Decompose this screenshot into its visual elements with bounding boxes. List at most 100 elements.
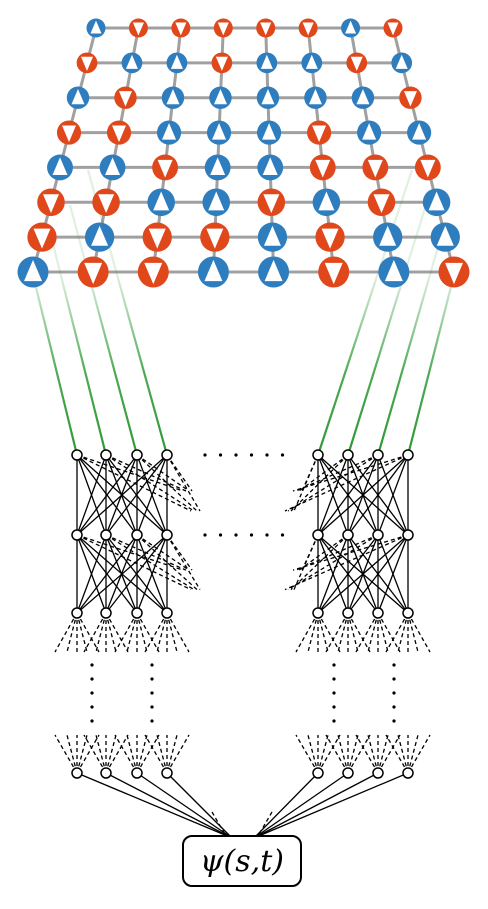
neuron <box>342 529 354 541</box>
spin-site-up <box>204 154 231 181</box>
neuron <box>402 449 414 461</box>
partial-edge <box>290 534 349 591</box>
spin-up-arrow-icon <box>308 88 322 105</box>
network-edge <box>136 534 168 614</box>
partial-edge <box>76 734 88 774</box>
partial-edge <box>292 454 409 492</box>
partial-edge <box>166 734 178 774</box>
partial-edge <box>144 612 168 653</box>
spin-site-down <box>137 256 169 288</box>
partial-edge <box>290 454 349 512</box>
neuron <box>312 607 324 619</box>
neuron <box>342 767 354 779</box>
neuron <box>71 529 83 541</box>
partial-edge <box>301 454 319 492</box>
partial-edge <box>114 612 138 653</box>
spin-up-arrow-icon <box>262 123 277 140</box>
partial-edge <box>136 734 160 774</box>
partial-edge <box>317 734 341 774</box>
spin-site-up <box>84 222 115 252</box>
partial-edge <box>317 612 329 653</box>
partial-edge <box>407 612 431 653</box>
spin-site-down <box>77 256 109 288</box>
network-edge <box>347 534 409 614</box>
spin-site-up <box>257 154 284 181</box>
partial-edge <box>95 612 107 653</box>
spin-site-down <box>315 222 345 252</box>
partial-edge <box>257 811 273 837</box>
horizontal-ellipsis-dot <box>265 453 269 457</box>
spin-site-down <box>128 18 148 38</box>
vertical-ellipsis-dot <box>150 719 154 723</box>
network-edge <box>105 772 233 839</box>
horizontal-ellipsis-dot <box>218 533 223 537</box>
spin-site-down <box>37 188 65 217</box>
spin-site-up <box>47 154 73 181</box>
partial-edge <box>54 734 78 774</box>
network-edge <box>76 534 168 614</box>
spin-down-arrow-icon <box>61 125 77 142</box>
neuron <box>161 607 173 619</box>
spin-site-down <box>114 86 137 109</box>
partial-edge <box>347 734 359 774</box>
horizontal-ellipsis-dot <box>218 453 223 457</box>
partial-edge <box>284 534 409 591</box>
spin-up-arrow-icon <box>90 20 102 34</box>
partial-edge <box>355 734 379 774</box>
network-edge <box>317 534 379 614</box>
partial-edge <box>347 734 371 774</box>
neuron <box>100 449 112 461</box>
partial-edge <box>385 612 409 653</box>
neuron <box>161 767 173 779</box>
input-connection <box>31 274 79 456</box>
partial-edge <box>76 734 100 774</box>
spin-up-arrow-icon <box>305 54 318 69</box>
network-edge <box>76 534 107 614</box>
spin-up-arrow-icon <box>125 54 138 69</box>
wavefunction-output: ψ(s,t) <box>182 835 302 887</box>
network-edge <box>317 454 409 536</box>
partial-edge <box>377 612 389 653</box>
spin-down-arrow-icon <box>263 194 280 214</box>
partial-edge <box>114 734 138 774</box>
spin-site-down <box>257 188 286 217</box>
vertical-ellipsis-dot <box>332 677 336 681</box>
spin-down-arrow-icon <box>215 56 228 71</box>
spin-down-arrow-icon <box>148 228 166 249</box>
spin-down-arrow-icon <box>350 56 363 71</box>
spin-up-arrow-icon <box>362 123 377 140</box>
partial-edge <box>136 612 148 653</box>
spin-up-arrow-icon <box>262 157 278 175</box>
partial-edge <box>105 534 187 571</box>
spin-site-up <box>17 256 49 288</box>
spin-down-arrow-icon <box>132 22 144 36</box>
vertical-ellipsis-dot <box>332 663 336 667</box>
spin-site-down <box>307 120 332 145</box>
network-edge <box>136 454 168 536</box>
partial-edge <box>307 734 319 774</box>
spin-site-down <box>438 256 470 288</box>
spin-site-down <box>309 154 336 181</box>
partial-edge <box>284 454 409 512</box>
partial-edge <box>76 534 192 591</box>
partial-edge <box>105 454 187 492</box>
horizontal-ellipsis-dot <box>203 533 207 537</box>
partial-edge <box>66 612 78 653</box>
vertical-ellipsis-dot <box>392 705 396 709</box>
partial-edge <box>377 734 389 774</box>
spin-site-down <box>27 222 57 252</box>
spin-site-down <box>256 18 276 38</box>
partial-edge <box>95 734 107 774</box>
spin-site-up <box>166 52 188 74</box>
partial-edge <box>317 734 329 774</box>
spin-site-down <box>298 18 318 38</box>
spin-site-down <box>142 222 172 252</box>
spin-down-arrow-icon <box>144 262 163 285</box>
spin-site-down <box>213 18 233 38</box>
partial-edge <box>83 734 107 774</box>
spin-site-up <box>197 256 229 288</box>
partial-edge <box>105 734 117 774</box>
partial-edge <box>76 534 184 571</box>
partial-edge <box>407 734 431 774</box>
